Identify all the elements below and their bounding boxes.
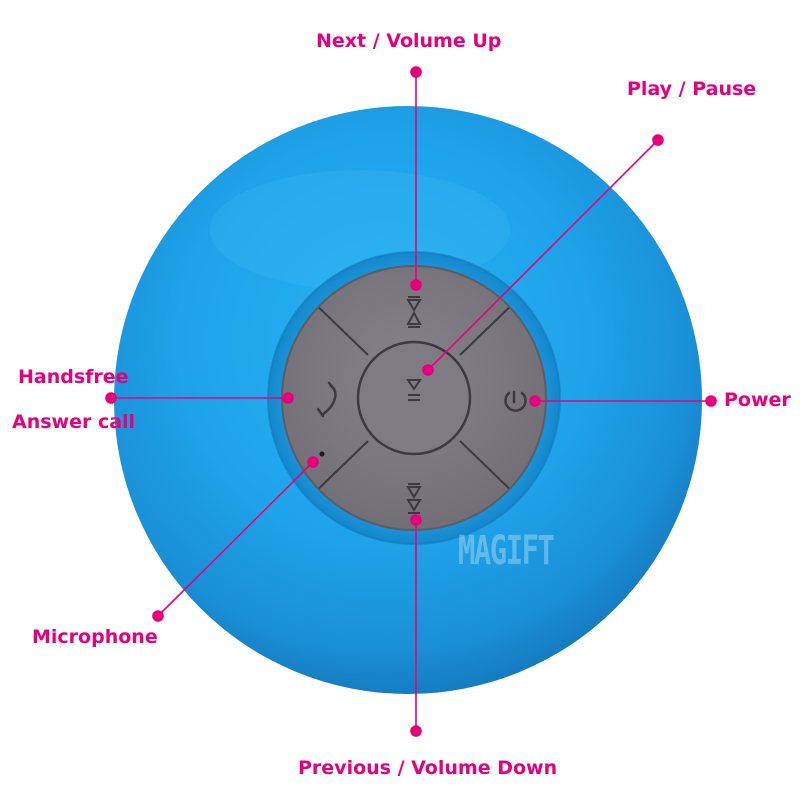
play-pause-icon: [406, 379, 422, 401]
dot-microphone-inner: [307, 456, 319, 468]
dot-handsfree-outer: [105, 392, 117, 404]
microphone-hole: [319, 451, 325, 457]
phone-icon: [316, 381, 337, 418]
label-play-pause: Play / Pause: [627, 78, 757, 100]
label-next-volume-up: Next / Volume Up: [316, 30, 502, 52]
leader-play: [427, 139, 659, 371]
dot-power-outer: [705, 395, 717, 407]
next-track-icon: [406, 296, 422, 328]
dot-previous-inner: [410, 514, 422, 526]
leader-microphone: [157, 461, 314, 617]
dot-play-outer: [652, 134, 664, 146]
dot-previous-outer: [410, 725, 422, 737]
dot-play-inner: [422, 364, 434, 376]
previous-track-icon: [406, 483, 422, 514]
callout-lines: [105, 66, 717, 737]
label-previous-volume-down: Previous / Volume Down: [298, 757, 558, 779]
label-handsfree: Handsfree: [18, 366, 129, 388]
dot-next-inner: [410, 279, 422, 291]
dot-handsfree-inner: [282, 392, 294, 404]
power-icon: [504, 390, 527, 412]
dot-microphone-outer: [152, 610, 164, 622]
play-pause-button[interactable]: [356, 340, 472, 456]
dot-power-inner: [529, 395, 541, 407]
label-answer-call: Answer call: [12, 411, 136, 433]
label-microphone: Microphone: [32, 626, 158, 648]
watermark: MAGIFT: [458, 528, 555, 574]
dot-next-outer: [410, 66, 422, 78]
label-power: Power: [724, 389, 791, 411]
